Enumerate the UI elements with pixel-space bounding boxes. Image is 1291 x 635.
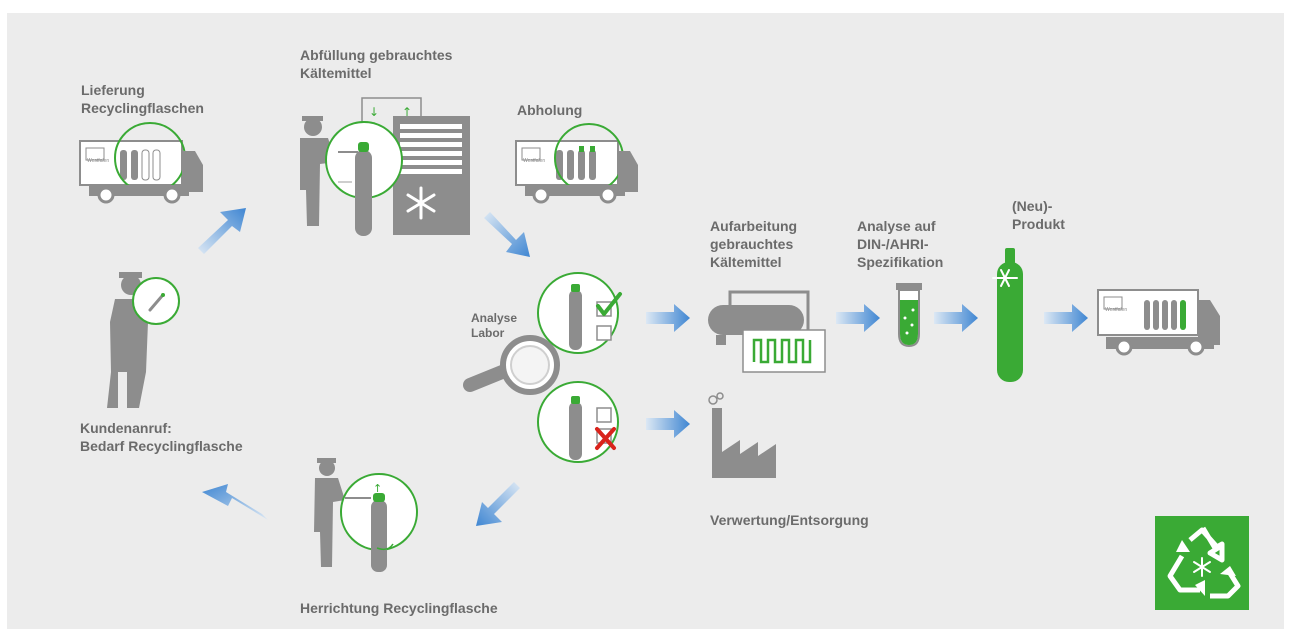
label-verwertung: Verwertung/Entsorgung [710, 512, 869, 528]
check-icon [596, 292, 622, 316]
svg-text:↓: ↓ [369, 105, 379, 119]
label-herrichtung: Herrichtung Recyclingflasche [300, 600, 498, 616]
test-tube-icon [896, 283, 922, 348]
label-neuprodukt: (Neu)-Produkt [1012, 198, 1065, 232]
filling-station-group: ↓ ↓ ↑ [300, 97, 470, 236]
flow-arrow-1 [198, 208, 246, 254]
lab-analysis-group [463, 272, 622, 463]
svg-text:Westfalen: Westfalen [523, 158, 545, 164]
svg-text:↑: ↑ [373, 482, 382, 495]
worker-icon [314, 458, 345, 567]
final-truck-icon: Westfalen [1097, 289, 1220, 356]
snowflake-icon [406, 186, 436, 220]
cross-icon [595, 427, 616, 450]
flow-arrow-4 [646, 410, 690, 438]
flow-arrow-5 [836, 304, 880, 332]
factory-icon [708, 392, 776, 478]
truck-brand-text: Westfalen [87, 158, 109, 164]
snowflake-icon [1193, 557, 1211, 577]
svg-text:↑: ↑ [402, 105, 412, 119]
flow-arrow-8 [476, 482, 520, 526]
label-abholung: Abholung [517, 102, 583, 118]
refinery-tank-icon [708, 290, 826, 373]
flow-arrow-2 [484, 212, 530, 257]
pickup-truck-icon: Westfalen [515, 123, 638, 204]
magnifier-icon [463, 335, 560, 395]
flow-arrow-9 [202, 484, 268, 520]
delivery-truck-icon: Westfalen [79, 122, 203, 204]
label-kundenanruf: Kundenanruf:Bedarf Recyclingflasche [80, 420, 243, 454]
flow-arrow-6 [934, 304, 978, 332]
recycling-logo-icon [1155, 516, 1249, 610]
new-product-cylinder-icon [992, 248, 1023, 382]
flow-arrow-7 [1044, 304, 1088, 332]
flow-arrow-3 [646, 304, 690, 332]
svg-text:Westfalen: Westfalen [1105, 307, 1127, 313]
refurbish-group: ↑ [314, 458, 418, 572]
